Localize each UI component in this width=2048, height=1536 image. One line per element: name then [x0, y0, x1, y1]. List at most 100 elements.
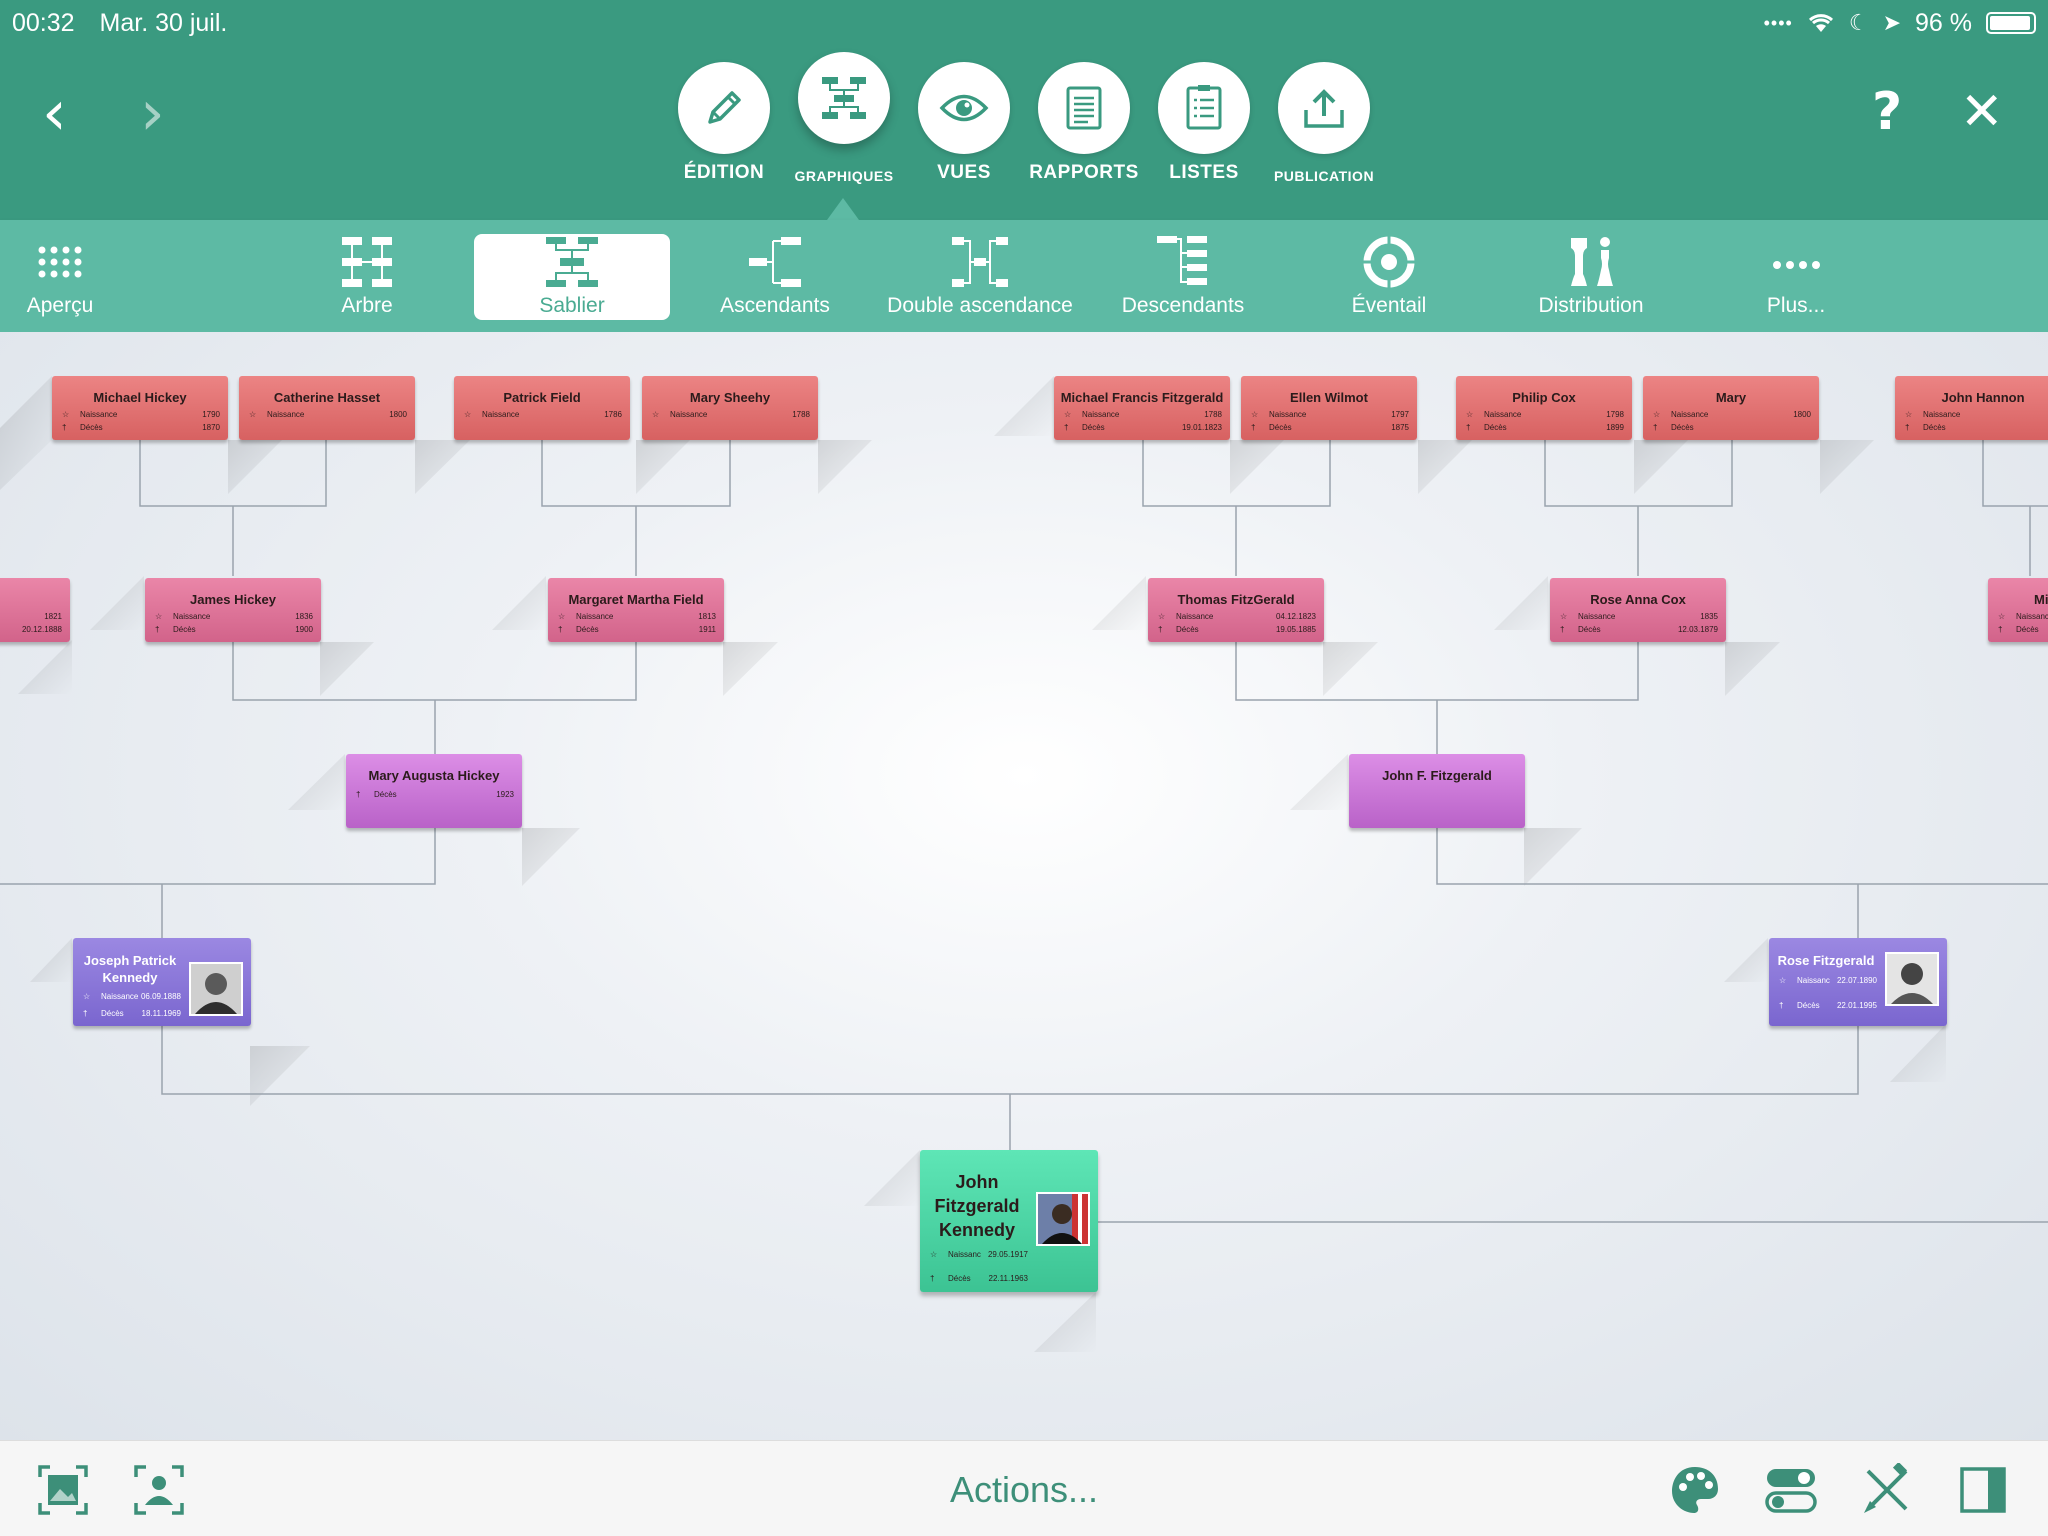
- birth-label: Naissance: [1923, 410, 1961, 419]
- tab-rapports[interactable]: RAPPORTS: [1029, 62, 1139, 184]
- subtab-plus[interactable]: Plus...: [1746, 234, 1846, 320]
- birth-date: 1835: [1700, 612, 1718, 621]
- tab-listes[interactable]: LISTES: [1149, 62, 1259, 184]
- birth-star-icon: ☆: [249, 410, 257, 419]
- person-name: Mary Sheehy: [689, 390, 771, 405]
- person-card-john-hannon[interactable]: John Hannon ☆Naissance †Décès: [1895, 376, 2048, 440]
- birth-star-icon: ☆: [83, 992, 91, 1001]
- death-label: Décès: [1671, 423, 1694, 432]
- tab-edition[interactable]: ÉDITION: [669, 62, 779, 184]
- sidebar-panel-icon[interactable]: [1956, 1463, 2010, 1517]
- root-person-name: John Fitzgerald Kennedy: [934, 1172, 1020, 1240]
- subtab-ascendants[interactable]: Ascendants: [712, 234, 838, 320]
- death-cross-icon: †: [1158, 625, 1163, 634]
- death-cross-icon: †: [558, 625, 563, 634]
- death-date: 1875: [1391, 423, 1409, 432]
- palette-icon[interactable]: [1668, 1463, 1722, 1517]
- status-time: 00:32: [12, 8, 75, 37]
- person-card-john-f-fitzgerald[interactable]: John F. Fitzgerald: [1349, 754, 1525, 828]
- birth-label: Naissance: [1484, 410, 1522, 419]
- pencil-icon: [708, 91, 741, 124]
- birth-label: Naissance: [2016, 612, 2048, 621]
- death-date: 1911: [698, 625, 716, 634]
- subtab-descendants[interactable]: Descendants: [1118, 234, 1248, 320]
- birth-label: Naissance: [80, 410, 118, 419]
- subtab-double-ascendance[interactable]: Double ascendance: [880, 234, 1080, 320]
- person-name: Michael Hickey: [93, 390, 187, 405]
- birth-star-icon: ☆: [652, 410, 660, 419]
- tab-listes-label: LISTES: [1169, 162, 1239, 183]
- birth-label: Naissance: [670, 410, 708, 419]
- subtab-arbre-label: Arbre: [341, 294, 393, 317]
- tab-graphiques-label: GRAPHIQUES: [794, 168, 894, 184]
- death-date: 20.12.1888: [21, 625, 62, 634]
- tab-publication[interactable]: PUBLICATION: [1269, 62, 1379, 184]
- person-card-mi[interactable]: Mi ☆Naissance †Décès: [1988, 578, 2048, 642]
- birth-star-icon: ☆: [1466, 410, 1474, 419]
- birth-date: 1800: [389, 410, 407, 419]
- tab-vues-label: VUES: [937, 162, 991, 183]
- birth-star-icon: ☆: [1158, 612, 1166, 621]
- close-button[interactable]: ✕: [1960, 82, 2004, 142]
- person-card-murphy[interactable]: rphy 1821 20.12.1888: [0, 578, 70, 642]
- design-tools-icon[interactable]: [1860, 1463, 1914, 1517]
- death-label: Décès: [101, 1009, 124, 1018]
- birth-label: Naissance: [1176, 612, 1214, 621]
- person-name: Mary: [1715, 390, 1747, 405]
- tab-graphiques[interactable]: GRAPHIQUES: [789, 52, 899, 184]
- birth-label: Naissance: [482, 410, 520, 419]
- death-cross-icon: †: [1560, 625, 1565, 634]
- subtab-apercu[interactable]: Aperçu: [14, 234, 106, 320]
- back-button[interactable]: ‹: [42, 76, 67, 149]
- death-cross-icon: †: [356, 790, 361, 799]
- subtab-arbre[interactable]: Arbre: [317, 234, 417, 320]
- eye-icon: [939, 94, 989, 122]
- grid-dots-icon: [38, 246, 82, 278]
- report-icon: [1066, 86, 1102, 130]
- death-label: Décès: [80, 423, 103, 432]
- forward-button[interactable]: ›: [140, 76, 165, 149]
- help-button[interactable]: ?: [1872, 82, 1903, 142]
- wifi-icon: [1808, 14, 1833, 32]
- birth-label: Naissanc: [1797, 976, 1830, 985]
- person-name: Margaret Martha Field: [568, 592, 704, 607]
- birth-date: 29.05.1917: [987, 1250, 1028, 1259]
- person-name: Catherine Hasset: [273, 390, 381, 405]
- subtab-eventail[interactable]: Éventail: [1336, 234, 1442, 320]
- top-bar: 00:32 Mar. 30 juil. •••• ☾ ➤ 96 % ‹ › ? …: [0, 0, 2048, 220]
- tab-vues[interactable]: VUES: [909, 62, 1019, 184]
- death-cross-icon: †: [930, 1274, 935, 1283]
- death-cross-icon: †: [1064, 423, 1069, 432]
- actions-button[interactable]: Actions...: [949, 1469, 1099, 1510]
- birth-star-icon: ☆: [1560, 612, 1568, 621]
- center-person-icon[interactable]: [132, 1463, 186, 1517]
- person-name: Mi: [2034, 592, 2048, 607]
- subtab-distribution[interactable]: Distribution: [1526, 234, 1656, 320]
- person-name: Ellen Wilmot: [1290, 390, 1368, 405]
- double-ascendance-icon: [952, 237, 1008, 287]
- more-dots-icon: [1773, 261, 1820, 269]
- toggle-settings-icon[interactable]: [1764, 1463, 1818, 1517]
- fit-image-icon[interactable]: [36, 1463, 90, 1517]
- birth-date: 1800: [1793, 410, 1811, 419]
- subtab-descendants-label: Descendants: [1121, 294, 1245, 317]
- subtab-sablier[interactable]: Sablier: [474, 234, 670, 320]
- person-photo: [189, 962, 243, 1016]
